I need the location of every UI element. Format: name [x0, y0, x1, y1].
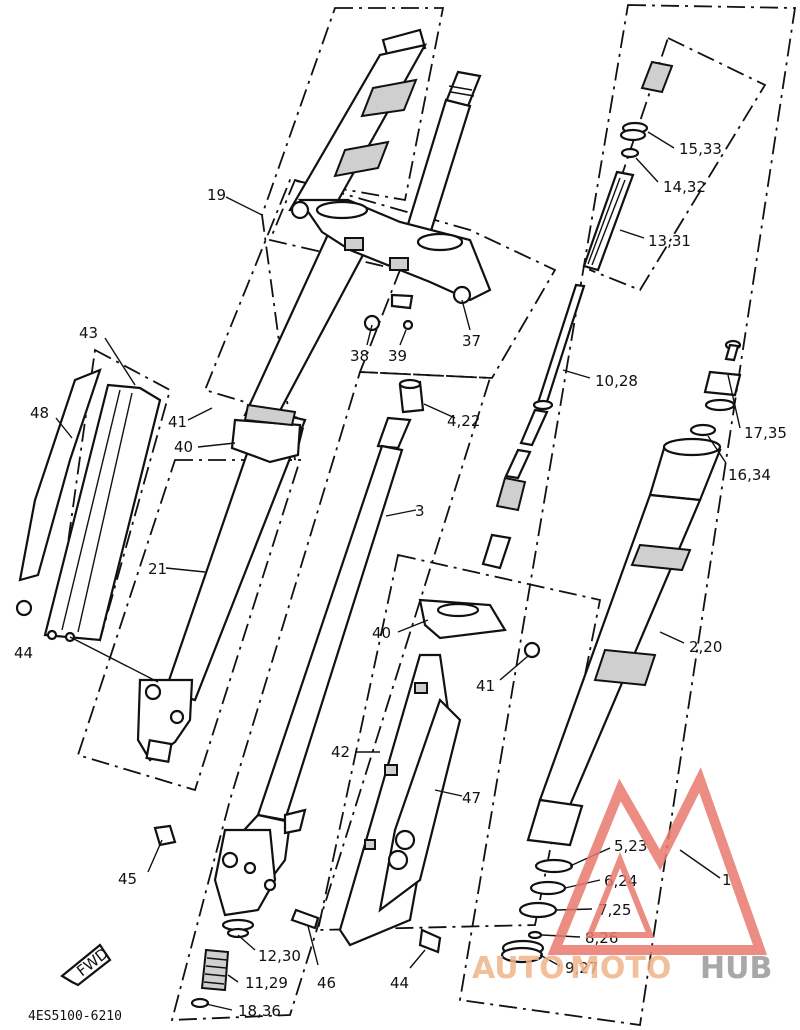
callout-16-34: 16,34 — [728, 466, 771, 484]
callout-5-23: 5,23 — [614, 837, 647, 855]
callout-46: 46 — [317, 974, 336, 992]
spring-and-spacer — [582, 60, 674, 272]
watermark-triangle-icon — [547, 767, 768, 955]
callout-41b: 41 — [476, 677, 495, 695]
callout-43: 43 — [79, 324, 98, 342]
upper-outline-19 — [203, 7, 445, 461]
callout-19: 19 — [207, 186, 226, 204]
callout-2-20: 2,20 — [689, 638, 722, 656]
callout-10-28: 10,28 — [595, 372, 638, 390]
callout-47: 47 — [462, 789, 481, 807]
center-lower-outline — [316, 553, 602, 931]
callout-17-35: 17,35 — [744, 424, 787, 442]
upper-triple-clamp — [290, 198, 492, 332]
callout-1: 1 — [722, 871, 732, 889]
center-outline-3 — [170, 371, 492, 1021]
callout-42: 42 — [331, 743, 350, 761]
callout-41: 41 — [168, 413, 187, 431]
callout-7-25: 7,25 — [598, 901, 631, 919]
callout-11-29: 11,29 — [245, 974, 288, 992]
left-inner-tube-assembly — [136, 28, 428, 764]
forward-arrow-icon: FWD — [60, 943, 112, 987]
callout-labels: 19 43 48 41 40 21 44 38 39 37 4,22 3 40 … — [14, 140, 787, 1020]
damper-rod — [481, 283, 586, 570]
callout-4-22: 4,22 — [447, 412, 480, 430]
callout-45: 45 — [118, 870, 137, 888]
right-outer-tube — [500, 339, 742, 964]
callout-40b: 40 — [372, 624, 391, 642]
callout-3: 3 — [415, 502, 425, 520]
callout-13-31: 13,31 — [648, 232, 691, 250]
right-inner-tube — [400, 70, 482, 252]
right-outline-1 — [458, 4, 797, 1027]
callout-9-27: 9,27 — [565, 959, 598, 977]
center-outer-tube — [153, 378, 425, 1009]
callout-48: 48 — [30, 404, 49, 422]
callout-39: 39 — [388, 347, 407, 365]
diagram-code: 4ES5100-6210 — [28, 1009, 122, 1024]
callout-40: 40 — [174, 438, 193, 456]
callout-44: 44 — [14, 644, 33, 662]
callout-21: 21 — [148, 560, 167, 578]
right-upper-outline — [588, 36, 767, 292]
automotohub-watermark: AUTO MOTO HUB — [472, 767, 772, 986]
watermark-moto: MOTO — [570, 951, 671, 986]
watermark-hub: HUB — [700, 951, 772, 986]
watermark-auto: AUTO — [472, 951, 565, 986]
leader-lines — [55, 131, 741, 1011]
callout-38: 38 — [350, 347, 369, 365]
mud-guard-left — [15, 368, 162, 643]
callout-37: 37 — [462, 332, 481, 350]
callout-14-32: 14,32 — [663, 178, 706, 196]
callout-44b: 44 — [390, 974, 409, 992]
lower-clamp-and-guard — [338, 598, 541, 954]
callout-18-36: 18,36 — [238, 1002, 281, 1020]
callout-15-33: 15,33 — [679, 140, 722, 158]
callout-12-30: 12,30 — [258, 947, 301, 965]
